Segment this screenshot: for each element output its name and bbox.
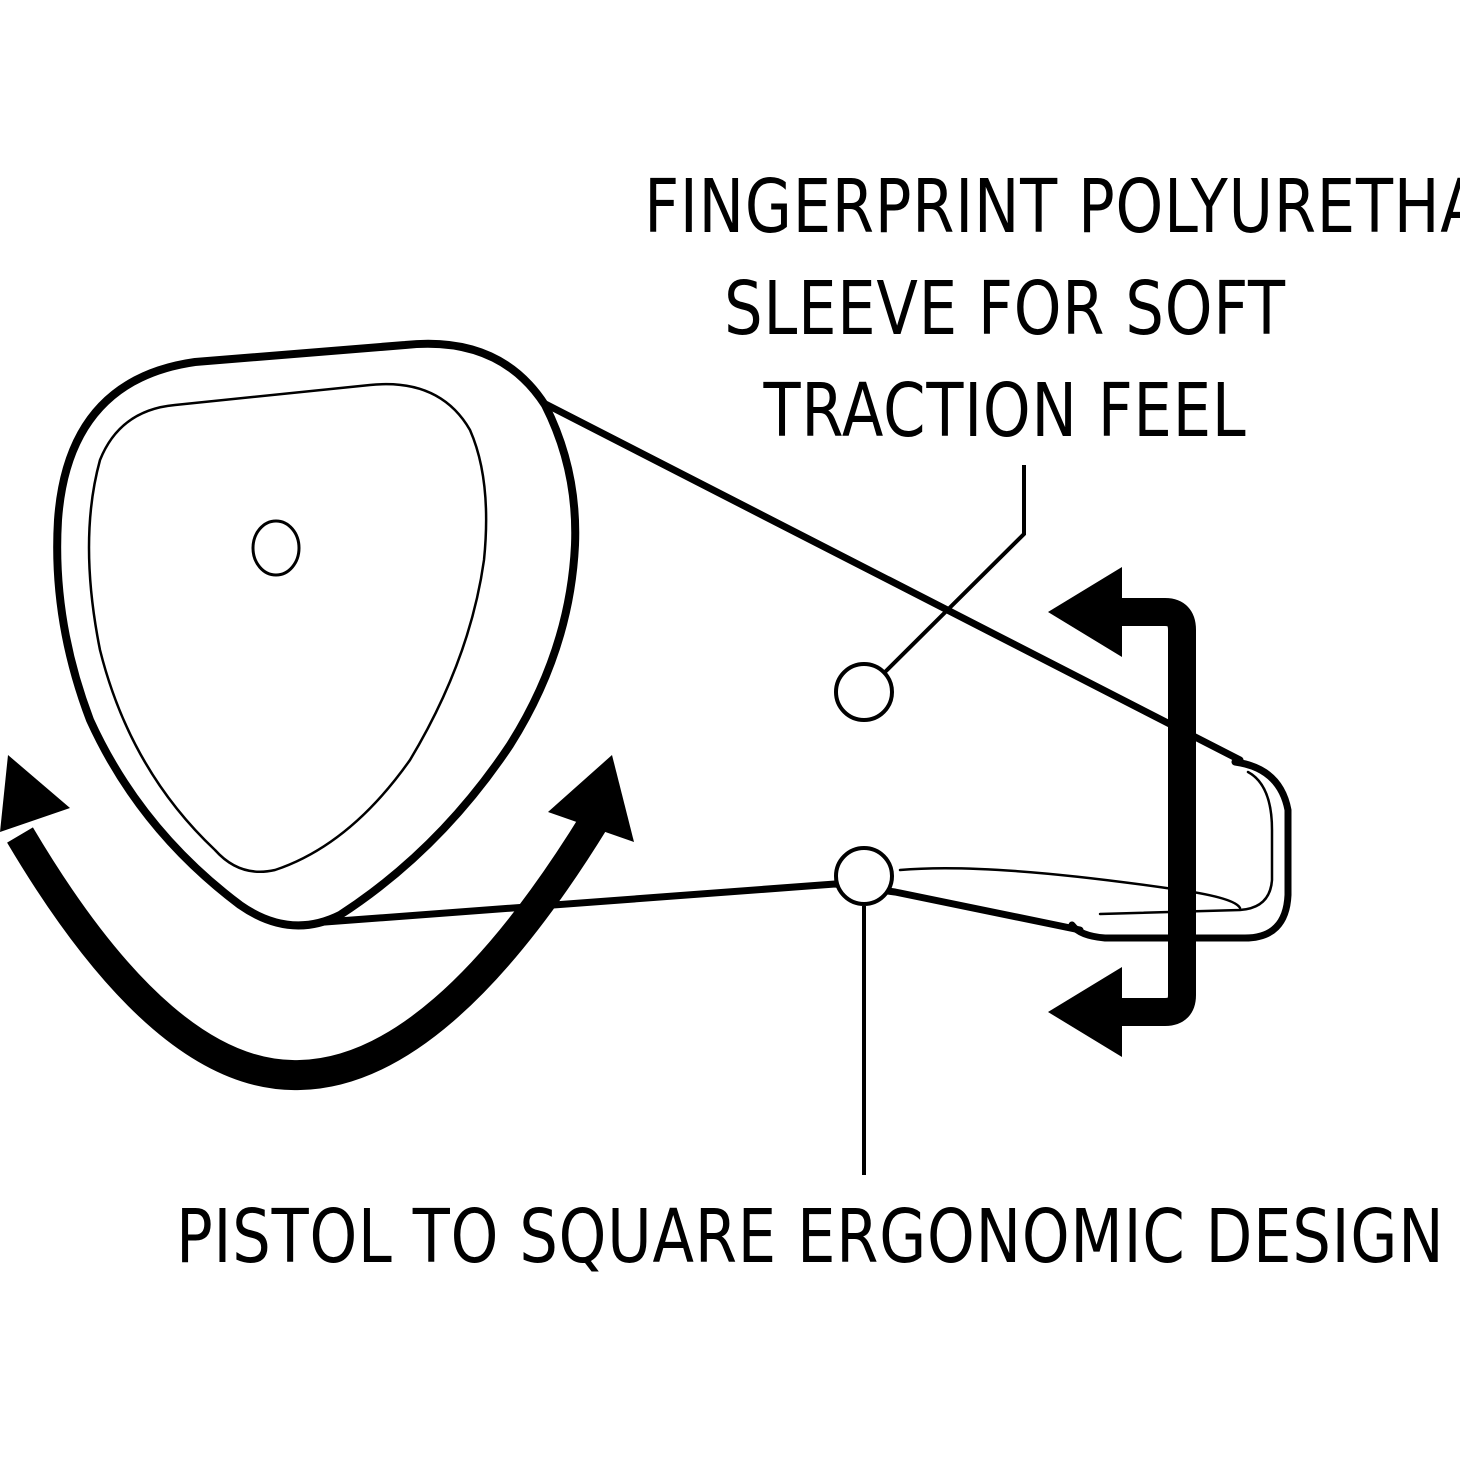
bracket-double-arrow-icon: [1048, 567, 1196, 1057]
callout-top-line-1: FINGERPRINT POLYURETHAN: [644, 164, 1460, 250]
curved-arrow-head-left: [0, 755, 70, 832]
callout-label-bottom: PISTOL TO SQUARE ERGONOMIC DESIGN: [176, 1194, 1445, 1280]
callout-top-line-2: SLEEVE FOR SOFT: [724, 266, 1286, 352]
callout-label-top: FINGERPRINT POLYURETHAN SLEEVE FOR SOFT …: [565, 164, 1460, 476]
curved-arrow-shaft: [7, 812, 608, 1091]
grip-top-edge: [436, 346, 1244, 764]
leader-line-top: [883, 465, 1026, 674]
grip-end-face: [53, 339, 580, 930]
callout-circle-top: [834, 662, 894, 722]
bracket-arrow-shaft: [1090, 598, 1196, 1026]
grip-end-cap: [1068, 758, 1292, 942]
end-cap-hole-icon: [251, 519, 301, 577]
grip-end-cap-inner: [1098, 770, 1274, 916]
curved-double-arrow-icon: [0, 755, 634, 1091]
grip-bottom-edge: [321, 880, 1084, 934]
grip-body: [321, 346, 1292, 942]
bracket-arrow-head-bottom: [1048, 967, 1122, 1057]
curved-arrow-head-right: [548, 755, 634, 842]
bracket-arrow-head-top: [1048, 567, 1122, 657]
end-face-inner: [87, 382, 488, 874]
end-face-outer: [53, 339, 580, 930]
grip-inner-contour: [898, 866, 1242, 910]
callout-markers: [834, 465, 1026, 1175]
callout-circle-bottom: [834, 846, 894, 906]
callout-top-line-3: TRACTION FEEL: [763, 368, 1247, 454]
